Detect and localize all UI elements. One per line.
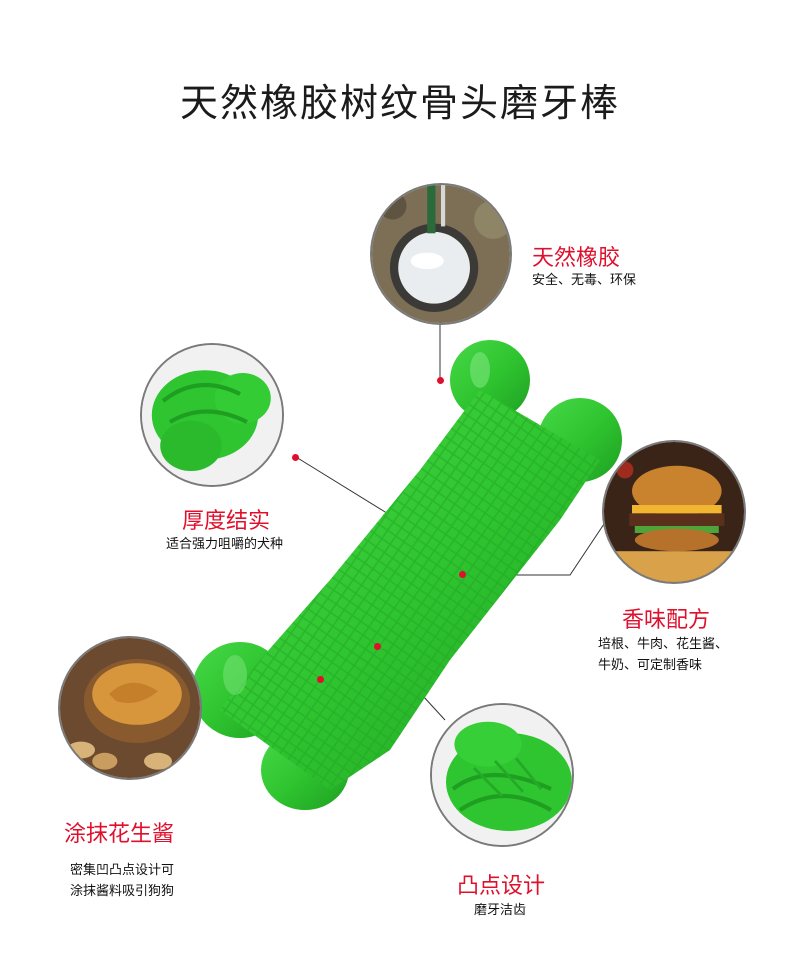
rubber-title: 天然橡胶 [532, 246, 621, 271]
peanut-desc-line2: 涂抹酱料吸引狗狗 [70, 884, 175, 899]
bone-texture-closeup-photo-icon [432, 705, 572, 845]
flavor-title: 香味配方 [622, 608, 711, 633]
green-bone-icon [192, 340, 622, 810]
peanut-dot [317, 676, 324, 683]
rubber-dot [437, 377, 444, 384]
peanut-desc-line1: 密集凹凸点设计可 [70, 863, 175, 878]
bone-end-closeup-photo-icon [142, 345, 282, 485]
thick-photo [142, 345, 282, 485]
rubber-desc: 安全、无毒、环保 [532, 273, 637, 288]
flavor-dot [459, 571, 466, 578]
rubber-photo [372, 185, 510, 323]
page-title: 天然橡胶树纹骨头磨牙棒 [179, 81, 620, 125]
flavor-photo [604, 442, 744, 582]
flavor-desc-line1: 培根、牛肉、花生酱、 [598, 637, 729, 652]
thick-title: 厚度结实 [182, 509, 271, 534]
thick-dot [292, 454, 299, 461]
thick-desc: 适合强力咀嚼的犬种 [166, 537, 284, 552]
bumps-desc: 磨牙洁齿 [474, 903, 527, 918]
peanut-butter-photo-icon [60, 638, 200, 778]
flavor-desc-line2: 牛奶、可定制香味 [598, 658, 703, 673]
bumps-dot [374, 643, 381, 650]
peanut-title: 涂抹花生酱 [64, 822, 175, 847]
bumps-title: 凸点设计 [457, 874, 546, 899]
burger-photo-icon [604, 442, 744, 582]
bumps-photo [432, 705, 572, 845]
latex-tapping-photo-icon [372, 185, 510, 323]
peanut-photo [60, 638, 200, 778]
main-product-image [180, 330, 640, 810]
